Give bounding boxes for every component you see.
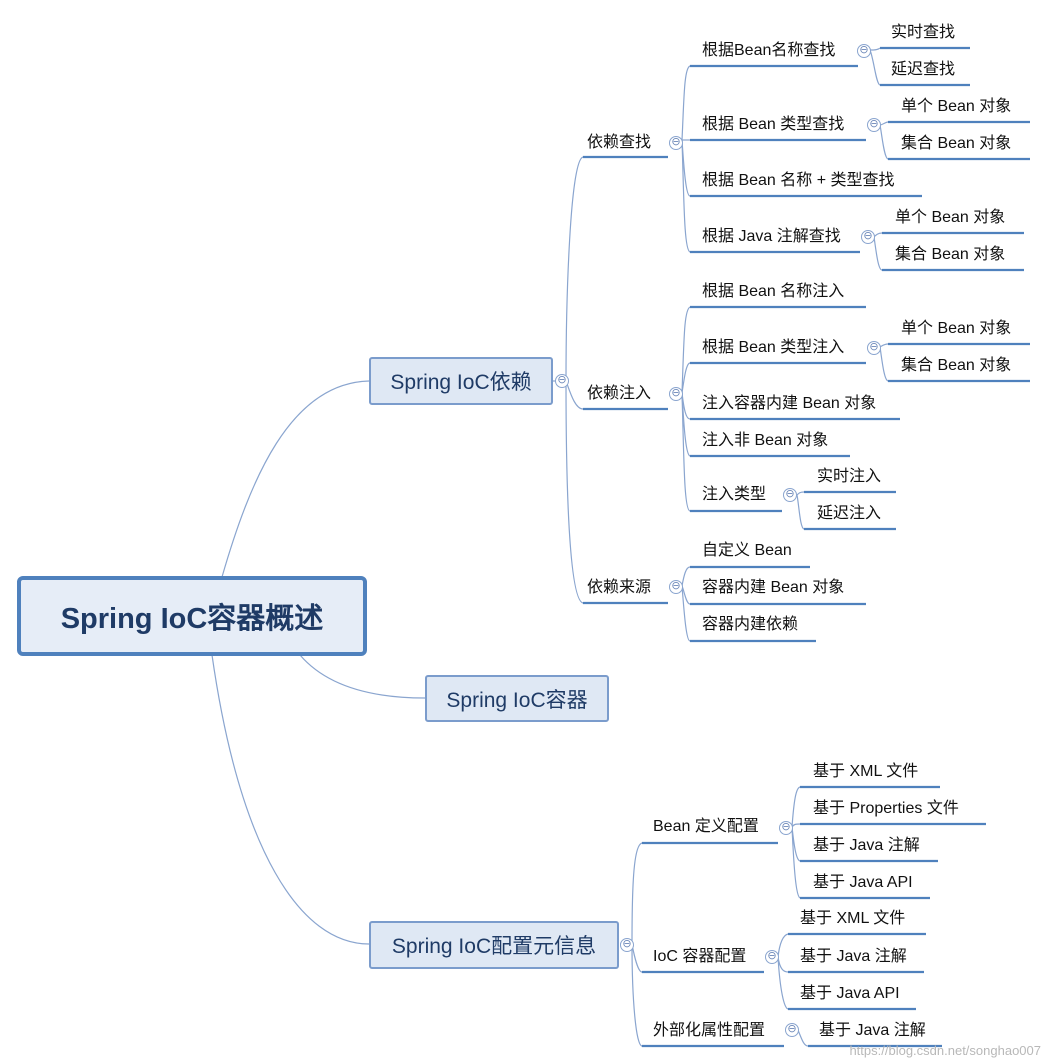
collapse-icon[interactable]: ⊖	[620, 938, 634, 952]
collapse-icon[interactable]: ⊖	[555, 374, 569, 388]
collapse-icon[interactable]: ⊖	[785, 1023, 799, 1037]
node-lookup-by-name[interactable]: 根据Bean名称查找	[702, 42, 836, 59]
node-injection-non-bean[interactable]: 注入非 Bean 对象	[702, 432, 829, 449]
leaf[interactable]: 单个 Bean 对象	[895, 209, 1006, 226]
collapse-icon[interactable]: ⊖	[867, 341, 881, 355]
leaf[interactable]: 实时查找	[891, 24, 956, 41]
node-ioc-config[interactable]: IoC 容器配置	[653, 948, 747, 965]
collapse-icon[interactable]: ⊖	[669, 136, 683, 150]
leaf[interactable]: 基于 Java API	[800, 985, 900, 1002]
collapse-icon[interactable]: ⊖	[669, 387, 683, 401]
node-injection[interactable]: 依赖注入	[587, 385, 652, 402]
connector-root-dependency	[221, 380, 370, 578]
branch-dependency[interactable]: Spring IoC依赖	[369, 357, 553, 405]
leaf[interactable]: 基于 Java 注解	[813, 837, 920, 854]
node-lookup-by-type[interactable]: 根据 Bean 类型查找	[702, 116, 845, 133]
leaf[interactable]: 单个 Bean 对象	[901, 320, 1012, 337]
leaf[interactable]: 集合 Bean 对象	[895, 246, 1006, 263]
node-injection-by-name[interactable]: 根据 Bean 名称注入	[702, 283, 845, 300]
connector-dep-source	[565, 380, 584, 604]
node-external[interactable]: 外部化属性配置	[653, 1022, 766, 1039]
collapse-icon[interactable]: ⊖	[669, 580, 683, 594]
root-node[interactable]: Spring IoC容器概述	[17, 576, 367, 656]
collapse-icon[interactable]: ⊖	[861, 230, 875, 244]
leaf[interactable]: 基于 Java API	[813, 874, 913, 891]
leaf[interactable]: 容器内建依赖	[702, 616, 799, 633]
leaf[interactable]: 集合 Bean 对象	[901, 135, 1012, 152]
leaf[interactable]: 基于 XML 文件	[813, 763, 919, 780]
leaf[interactable]: 基于 Properties 文件	[813, 800, 959, 817]
node-injection-builtin[interactable]: 注入容器内建 Bean 对象	[702, 395, 877, 412]
watermark: https://blog.csdn.net/songhao007	[849, 1043, 1041, 1058]
collapse-icon[interactable]: ⊖	[783, 488, 797, 502]
leaf[interactable]: 基于 XML 文件	[800, 910, 906, 927]
connector-dep-injection	[565, 380, 584, 410]
connector-dep-lookup	[565, 156, 584, 382]
branch-metadata[interactable]: Spring IoC配置元信息	[369, 921, 619, 969]
collapse-icon[interactable]: ⊖	[765, 950, 779, 964]
node-injection-type[interactable]: 注入类型	[702, 486, 767, 503]
leaf[interactable]: 延迟查找	[891, 61, 956, 78]
collapse-icon[interactable]: ⊖	[779, 821, 793, 835]
leaf[interactable]: 延迟注入	[817, 505, 882, 522]
connector-root-container	[299, 654, 426, 699]
branch-container[interactable]: Spring IoC容器	[425, 675, 609, 722]
collapse-icon[interactable]: ⊖	[867, 118, 881, 132]
leaf[interactable]: 基于 Java 注解	[800, 948, 907, 965]
leaf[interactable]: 集合 Bean 对象	[901, 357, 1012, 374]
node-source[interactable]: 依赖来源	[587, 579, 652, 596]
node-bean-def[interactable]: Bean 定义配置	[653, 818, 759, 835]
collapse-icon[interactable]: ⊖	[857, 44, 871, 58]
leaf[interactable]: 容器内建 Bean 对象	[702, 579, 845, 596]
leaf[interactable]: 基于 Java 注解	[819, 1022, 926, 1039]
leaf[interactable]: 自定义 Bean	[702, 542, 792, 559]
leaf[interactable]: 单个 Bean 对象	[901, 98, 1012, 115]
leaf[interactable]: 实时注入	[817, 468, 882, 485]
node-lookup-by-name-type[interactable]: 根据 Bean 名称 + 类型查找	[702, 172, 895, 189]
node-lookup[interactable]: 依赖查找	[587, 134, 652, 151]
connector-root-metadata	[211, 654, 370, 945]
node-lookup-by-annotation[interactable]: 根据 Java 注解查找	[702, 228, 841, 245]
node-injection-by-type[interactable]: 根据 Bean 类型注入	[702, 339, 845, 356]
